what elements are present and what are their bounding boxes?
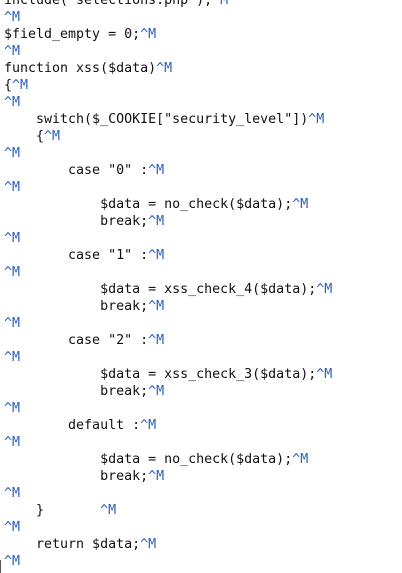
carriage-return-marker: ^M (316, 367, 333, 382)
code-line[interactable]: include("selections.php");^M (4, 0, 332, 9)
carriage-return-marker: ^M (148, 248, 165, 263)
code-line-text: break; (4, 469, 149, 484)
code-line[interactable]: ^M (4, 230, 332, 247)
code-line[interactable]: $data = xss_check_3($data);^M (4, 366, 332, 383)
code-text-area[interactable]: include("selections.php");^M^M$field_emp… (4, 0, 332, 570)
carriage-return-marker: ^M (4, 10, 21, 25)
code-line[interactable]: break;^M (4, 298, 332, 315)
code-line[interactable]: break;^M (4, 213, 332, 230)
carriage-return-marker: ^M (4, 180, 21, 195)
carriage-return-marker: ^M (148, 333, 165, 348)
carriage-return-marker: ^M (148, 214, 165, 229)
carriage-return-marker: ^M (148, 469, 165, 484)
carriage-return-marker: ^M (212, 0, 229, 8)
code-line[interactable]: ^M (4, 400, 332, 417)
code-line[interactable]: $data = no_check($data);^M (4, 196, 332, 213)
code-line-text: { (4, 129, 45, 144)
code-line[interactable]: return $data;^M (4, 536, 332, 553)
code-line[interactable]: break;^M (4, 383, 332, 400)
code-line[interactable]: } ^M (4, 502, 332, 519)
code-line-text: function xss($data) (4, 61, 157, 76)
carriage-return-marker: ^M (292, 197, 309, 212)
carriage-return-marker: ^M (4, 44, 21, 59)
code-line-text: $data = xss_check_4($data); (4, 282, 317, 297)
code-line[interactable]: break;^M (4, 468, 332, 485)
code-line[interactable]: ^M (4, 43, 332, 60)
code-line-text: $data = xss_check_3($data); (4, 367, 317, 382)
carriage-return-marker: ^M (140, 27, 157, 42)
code-line-text: $field_empty = 0; (4, 27, 141, 42)
carriage-return-marker: ^M (4, 520, 21, 535)
code-line[interactable]: case "0" :^M (4, 162, 332, 179)
code-line-text: break; (4, 299, 149, 314)
code-line-text: switch($_COOKIE["security_level"]) (4, 112, 309, 127)
carriage-return-marker: ^M (4, 316, 21, 331)
code-line-text: } (4, 503, 101, 518)
carriage-return-marker: ^M (4, 401, 21, 416)
carriage-return-marker: ^M (4, 350, 21, 365)
carriage-return-marker: ^M (156, 61, 173, 76)
code-line[interactable]: ^M (4, 519, 332, 536)
code-line[interactable]: ^M (4, 485, 332, 502)
code-line[interactable]: default :^M (4, 417, 332, 434)
code-line[interactable]: $field_empty = 0;^M (4, 26, 332, 43)
code-line-text: break; (4, 384, 149, 399)
code-line-text: return $data; (4, 537, 141, 552)
code-line[interactable]: ^M (4, 9, 332, 26)
code-line-text: { (4, 78, 13, 93)
code-line[interactable]: $data = xss_check_4($data);^M (4, 281, 332, 298)
carriage-return-marker: ^M (4, 231, 21, 246)
text-cursor (0, 560, 1, 573)
code-line[interactable]: ^M (4, 145, 332, 162)
code-line-text: include("selections.php"); (4, 0, 213, 8)
carriage-return-marker: ^M (4, 486, 21, 501)
code-line-text: break; (4, 214, 149, 229)
code-line[interactable]: switch($_COOKIE["security_level"])^M (4, 111, 332, 128)
code-line-text: case "0" : (4, 163, 149, 178)
carriage-return-marker: ^M (4, 146, 21, 161)
code-line-text: $data = no_check($data); (4, 452, 293, 467)
carriage-return-marker: ^M (4, 554, 21, 569)
carriage-return-marker: ^M (292, 452, 309, 467)
code-line[interactable]: ^M (4, 315, 332, 332)
code-line[interactable]: case "1" :^M (4, 247, 332, 264)
carriage-return-marker: ^M (12, 78, 29, 93)
code-line[interactable]: ^M (4, 94, 332, 111)
code-line[interactable]: $data = no_check($data);^M (4, 451, 332, 468)
carriage-return-marker: ^M (316, 282, 333, 297)
carriage-return-marker: ^M (4, 265, 21, 280)
carriage-return-marker: ^M (148, 299, 165, 314)
carriage-return-marker: ^M (4, 95, 21, 110)
code-line[interactable]: ^M (4, 179, 332, 196)
carriage-return-marker: ^M (140, 418, 157, 433)
code-line[interactable]: {^M (4, 77, 332, 94)
code-line-text: case "2" : (4, 333, 149, 348)
carriage-return-marker: ^M (148, 384, 165, 399)
code-line[interactable]: ^M (4, 349, 332, 366)
code-line-text: case "1" : (4, 248, 149, 263)
code-line[interactable]: {^M (4, 128, 332, 145)
code-line[interactable]: ^M (4, 264, 332, 281)
carriage-return-marker: ^M (4, 435, 21, 450)
code-line[interactable]: ^M (4, 434, 332, 451)
code-line-text: $data = no_check($data); (4, 197, 293, 212)
code-line-text: default : (4, 418, 141, 433)
code-line[interactable]: function xss($data)^M (4, 60, 332, 77)
carriage-return-marker: ^M (308, 112, 325, 127)
code-line[interactable]: ^M (4, 553, 332, 570)
carriage-return-marker: ^M (100, 503, 117, 518)
carriage-return-marker: ^M (148, 163, 165, 178)
carriage-return-marker: ^M (44, 129, 61, 144)
code-line[interactable]: case "2" :^M (4, 332, 332, 349)
carriage-return-marker: ^M (140, 537, 157, 552)
